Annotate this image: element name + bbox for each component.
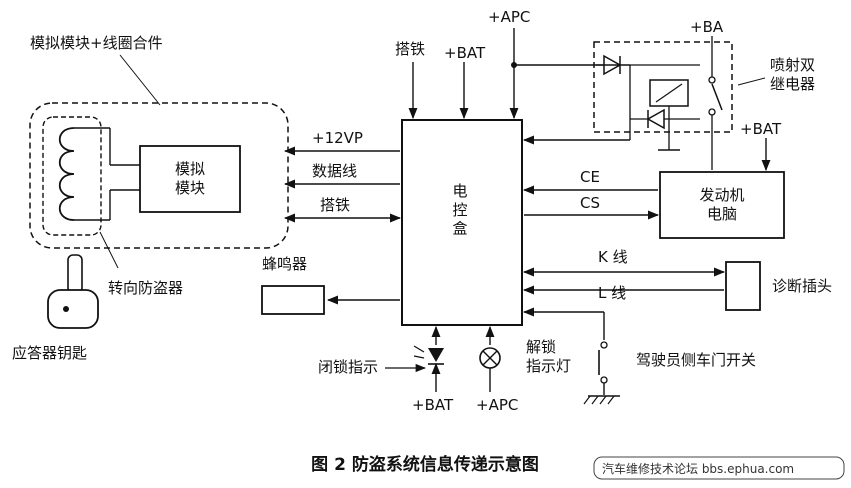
relay-label: 喷射双继电器 [770, 56, 815, 93]
analog-module-label: 模拟模块 [175, 160, 205, 197]
ecu-box [401, 119, 523, 326]
coil-icon [58, 127, 75, 221]
immobilizer-label: 转向防盗器 [108, 279, 183, 297]
line-data-label: 数据线 [312, 162, 357, 180]
bat-top-label: +BAT [444, 44, 486, 62]
relay-diode-bottom-icon [646, 108, 665, 130]
analog-module-box [139, 145, 241, 213]
door-switch-icon [598, 341, 608, 384]
transponder-key-icon [47, 254, 99, 329]
buzzer-box [261, 285, 325, 315]
buzzer-label: 蜂鸣器 [262, 255, 307, 273]
figure-caption: 图 2 防盗系统信息传递示意图 [311, 454, 539, 475]
lock-indicator-led-icon [413, 345, 444, 365]
cs-label: CS [580, 194, 600, 212]
ground-top-label: 搭铁 [395, 40, 425, 58]
unlock-lamp-icon [479, 347, 501, 369]
unlock-lamp-label: 解锁指示灯 [526, 338, 571, 375]
k-line-label: K 线 [598, 248, 628, 266]
apc-bottom-label: +APC [476, 396, 518, 414]
line-ground-label: 搭铁 [320, 196, 350, 214]
immobilizer-leader [99, 231, 119, 269]
diag-plug-label: 诊断插头 [772, 277, 832, 295]
injection-relay-box [593, 41, 733, 133]
ba-label: +BA [690, 18, 724, 36]
l-line-label: L 线 [598, 284, 626, 302]
apc-top-label: +APC [488, 8, 530, 26]
diagnostic-plug-box [725, 261, 761, 311]
bat-ecu-label: +BAT [740, 120, 782, 138]
transponder-key-label: 应答器钥匙 [12, 344, 87, 362]
line-12vp-label: +12VP [312, 129, 363, 147]
door-switch-label: 驾驶员侧车门开关 [636, 351, 756, 369]
coil-module-assembly [29, 102, 289, 249]
coil-module-label: 模拟模块+线圈合件 [30, 34, 163, 52]
lock-indicator-label: 闭锁指示 [318, 358, 378, 376]
engine-ecu-box [659, 171, 785, 239]
immobilizer-coil-frame [42, 116, 102, 236]
ground-symbol-icon [583, 395, 620, 405]
coil-module-leader [119, 54, 161, 106]
engine-ecu-label: 发动机电脑 [699, 186, 744, 223]
watermark-text: 汽车维修技术论坛 bbs.ephua.com [602, 461, 794, 476]
watermark-box [593, 456, 845, 480]
bat-bottom-label: +BAT [412, 396, 454, 414]
ecu-box-label: 电控盒 [452, 182, 467, 238]
ce-label: CE [580, 168, 600, 186]
